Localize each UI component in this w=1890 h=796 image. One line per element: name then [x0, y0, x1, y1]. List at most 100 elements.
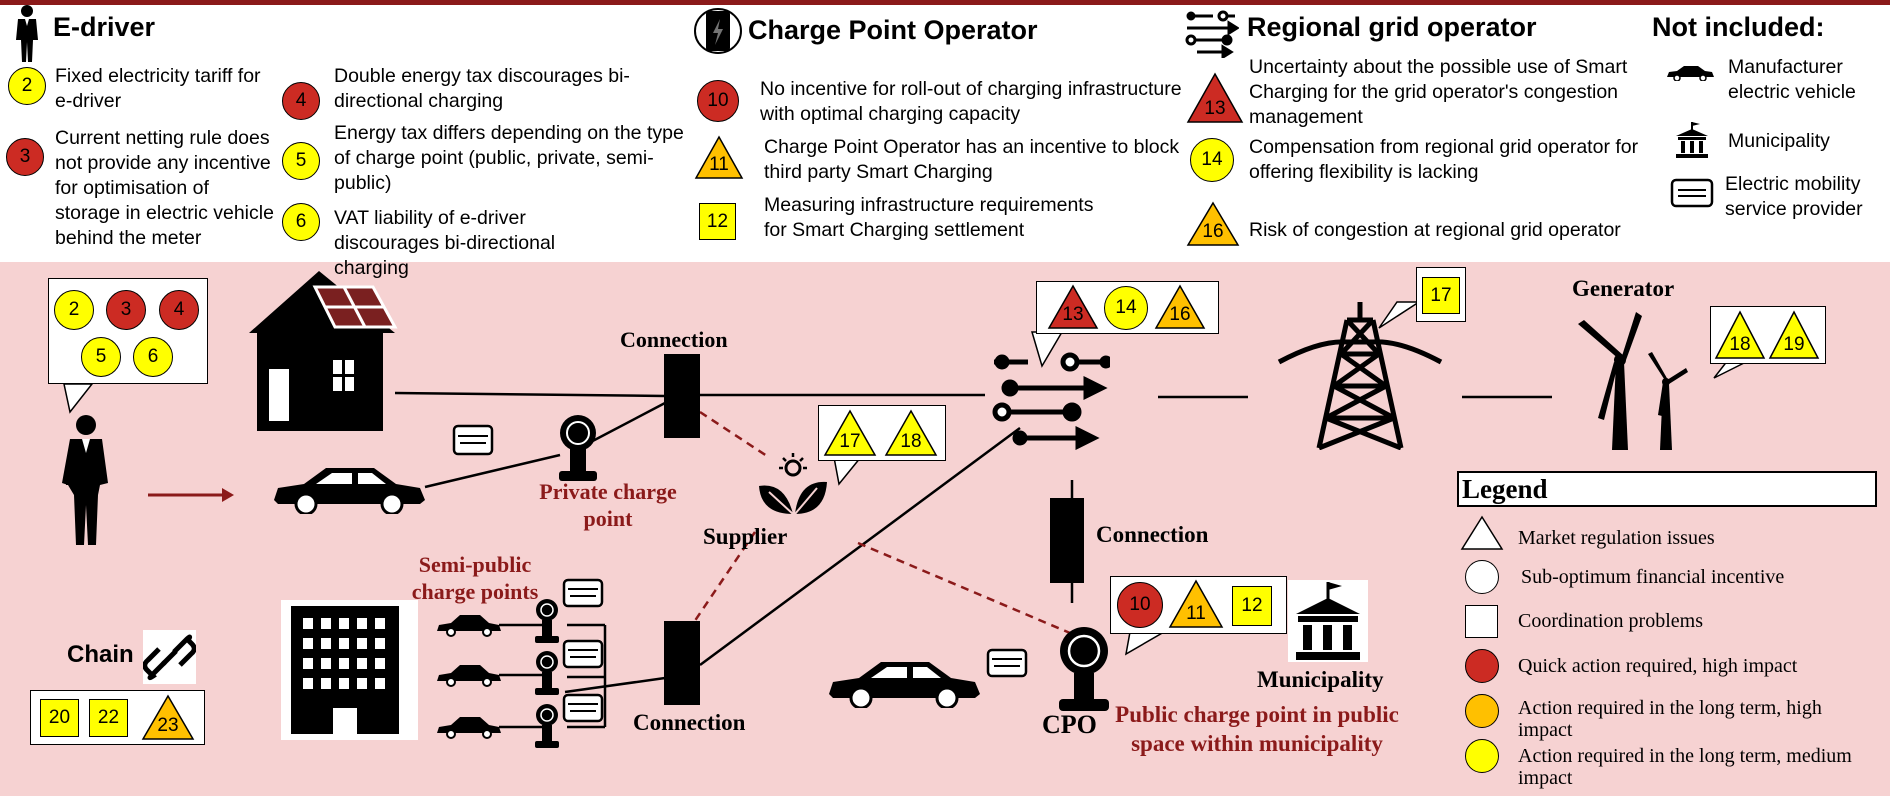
ev-card-icon — [452, 424, 494, 456]
generator-callout-tail — [1713, 359, 1751, 379]
regional-callout-tail — [1030, 331, 1064, 368]
callout-chain-20: 20 — [40, 699, 79, 737]
callout-generator-18: 18 — [1714, 310, 1766, 360]
callout-cpo-12: 12 — [1232, 586, 1272, 626]
municipality-icon — [1288, 580, 1368, 662]
callout-edriver-2: 2 — [54, 290, 94, 330]
top-accent-bar — [0, 0, 1890, 5]
cpo-item-12: Measuring infrastructure requirements fo… — [764, 194, 1094, 241]
issue-badge-14: 14 — [1190, 138, 1234, 182]
car-icon — [270, 462, 428, 516]
cpo-title: Charge Point Operator — [748, 15, 1038, 45]
issue-badge-13: 13 — [1186, 72, 1244, 124]
pylon-icon — [1275, 300, 1445, 451]
issue-badge-12: 12 — [699, 203, 736, 240]
regional-item-16: Risk of congestion at regional grid oper… — [1249, 219, 1621, 241]
regional-grid-icon — [1183, 10, 1240, 60]
callout-pylon-17: 17 — [1422, 277, 1460, 314]
businessman-icon — [52, 413, 122, 548]
cpo-label: CPO — [1042, 710, 1097, 739]
chain-label: Chain — [67, 641, 134, 668]
connection-block-mid — [1050, 498, 1084, 583]
car-icon — [435, 715, 503, 739]
municipality-label: Municipality — [1257, 667, 1384, 692]
wind-turbine-icon — [1570, 312, 1690, 452]
issue-badge-2: 2 — [8, 67, 46, 105]
building-icon — [281, 600, 418, 740]
connection-block-top — [664, 354, 700, 438]
edriver-callout-tail — [63, 383, 94, 414]
car-icon — [825, 656, 983, 710]
pylon-callout-tail — [1378, 301, 1422, 329]
callout-edriver-6: 6 — [133, 337, 173, 377]
callout-cpo-10: 10 — [1117, 582, 1163, 628]
cpo-callout-tail — [1124, 631, 1167, 656]
edriver-title: E-driver — [53, 12, 156, 42]
ev-card-icon — [986, 648, 1028, 678]
generator-label: Generator — [1572, 276, 1675, 301]
semi-public-label: Semi-public charge points — [411, 552, 539, 604]
charger-icon — [693, 7, 743, 55]
cpo-item-11: Charge Point Operator has an incentive t… — [764, 136, 1180, 183]
chain-icon — [142, 630, 197, 684]
connection-bottom-label: Connection — [633, 710, 746, 735]
charger-icon — [532, 650, 562, 695]
cpo-item-10: No incentive for roll-out of charging in… — [760, 78, 1182, 125]
edriver-item-5: Energy tax differs depending on the type… — [334, 122, 684, 194]
car-icon — [1665, 65, 1715, 82]
ev-card-icon — [1670, 178, 1714, 208]
callout-cpo-11: 11 — [1168, 579, 1224, 629]
callout-edriver-3: 3 — [106, 290, 146, 330]
car-icon — [435, 663, 503, 687]
legend-orange-symbol — [1465, 694, 1499, 728]
charger-icon — [532, 703, 562, 748]
legend-red-symbol — [1465, 649, 1499, 683]
legend-item-long-medium: Action required in the long term, medium… — [1518, 745, 1852, 789]
legend-circle-symbol — [1465, 560, 1499, 594]
legend-item-financial: Sub-optimum financial incentive — [1521, 566, 1785, 588]
callout-chain-22: 22 — [89, 699, 128, 737]
not-included-title: Not included: — [1652, 12, 1825, 42]
callout-regional-14: 14 — [1104, 286, 1148, 330]
callout-generator-19: 19 — [1768, 310, 1820, 360]
issue-badge-10: 10 — [697, 80, 739, 122]
callout-supplier-17: 17 — [823, 409, 877, 457]
legend-title: Legend — [1462, 474, 1548, 504]
issue-badge-16: 16 — [1186, 201, 1240, 247]
issue-badge-11: 11 — [694, 135, 744, 180]
issue-badge-5: 5 — [282, 142, 320, 180]
regional-item-14: Compensation from regional grid operator… — [1249, 136, 1639, 183]
not-included-manufacturer: Manufacturer electric vehicle — [1728, 56, 1856, 103]
ev-card-icon — [562, 578, 604, 608]
callout-edriver-4: 4 — [159, 290, 199, 330]
ev-card-icon — [562, 639, 604, 669]
callout-regional-16: 16 — [1154, 284, 1206, 330]
edriver-item-4: Double energy tax discourages bi-directi… — [334, 65, 630, 112]
house-icon — [243, 265, 403, 433]
public-charge-point-label: Public charge point in public space with… — [1115, 702, 1399, 756]
connection-block-bottom — [664, 621, 700, 705]
legend-item-quick: Quick action required, high impact — [1518, 655, 1798, 677]
ev-card-icon — [562, 693, 604, 723]
regional-item-13: Uncertainty about the possible use of Sm… — [1249, 56, 1628, 128]
not-included-municipality: Municipality — [1728, 130, 1830, 152]
callout-chain-23: 23 — [141, 694, 195, 741]
legend-item-long-high: Action required in the long term, high i… — [1518, 697, 1822, 741]
not-included-emsp: Electric mobility service provider — [1725, 173, 1863, 220]
legend-square-symbol — [1465, 605, 1498, 638]
edriver-item-3: Current netting rule does not provide an… — [55, 127, 274, 249]
charger-icon — [553, 413, 603, 483]
callout-supplier-18: 18 — [884, 409, 938, 457]
supplier-label: Supplier — [703, 524, 788, 549]
legend-yellow-symbol — [1465, 739, 1499, 773]
semi-public-wiring — [499, 623, 607, 729]
edriver-item-6: VAT liability of e-driver discourages bi… — [334, 207, 556, 279]
legend-title-box — [1457, 471, 1877, 507]
edriver-item-2: Fixed electricity tariff for e-driver — [55, 65, 261, 112]
callout-regional-13: 13 — [1047, 284, 1099, 330]
legend-triangle-symbol — [1460, 515, 1504, 551]
supplier-leaf-icon — [755, 452, 830, 520]
charger-icon — [532, 598, 562, 643]
businessman-icon — [10, 4, 44, 64]
